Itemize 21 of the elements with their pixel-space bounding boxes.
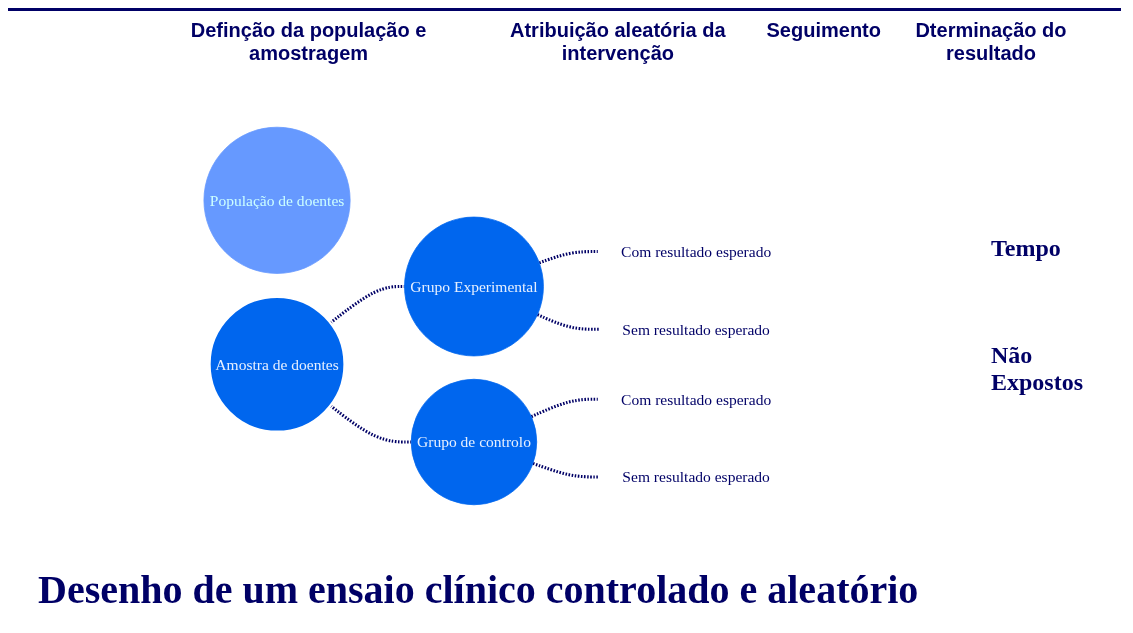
column-heading: Definção da população e amostragem <box>189 19 428 65</box>
column-heading: Seguimento <box>766 19 881 43</box>
node-text: Sem resultado esperado <box>622 467 771 486</box>
connector <box>539 249 599 264</box>
connector <box>531 397 599 418</box>
node-text: Com resultado esperado <box>621 242 772 260</box>
node-circle: Amostra de doentes <box>208 295 346 433</box>
connector <box>329 284 405 324</box>
note-label: Tempo <box>991 235 1062 262</box>
node-text: Com resultado esperado <box>621 390 772 408</box>
connector <box>537 312 600 331</box>
node-text: Sem resultado esperado <box>622 320 771 338</box>
connector <box>329 403 412 444</box>
connector <box>532 461 600 479</box>
diagram-title: Desenho de um ensaio clínico controlado e aleatório <box>37 566 920 614</box>
column-heading: Atribuição aleatória da intervenção <box>509 19 727 65</box>
node-circle: Grupo Experimental <box>404 216 545 356</box>
node-circle: População de doentes <box>203 126 351 274</box>
note-label: Não Expostos <box>991 342 1085 396</box>
column-heading: Dterminação do resultado <box>914 19 1068 65</box>
node-circle: Grupo de controlo <box>411 378 538 505</box>
